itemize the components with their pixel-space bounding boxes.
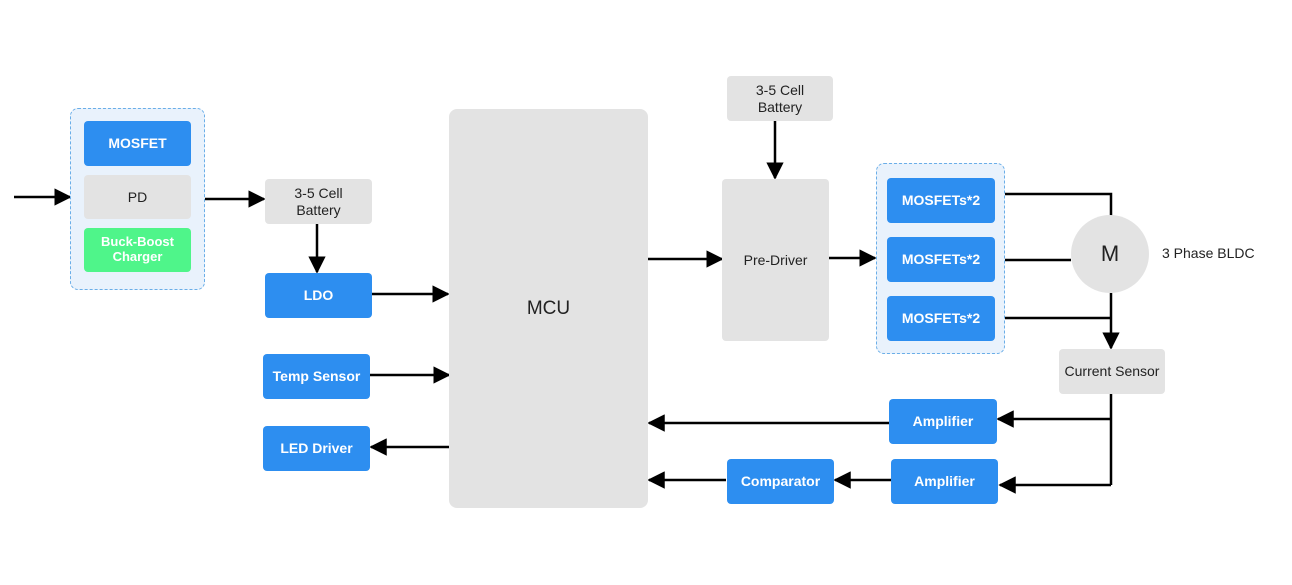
pd-block: PD (84, 175, 191, 219)
comparator-block: Comparator (727, 459, 834, 504)
temp-sensor-block: Temp Sensor (263, 354, 370, 399)
amplifier-block-2: Amplifier (891, 459, 998, 504)
mosfets-block-2: MOSFETs*2 (887, 237, 995, 282)
current-sensor-block: Current Sensor (1059, 349, 1165, 394)
mosfets-block-3: MOSFETs*2 (887, 296, 995, 341)
motor-label: 3 Phase BLDC (1162, 245, 1255, 261)
mosfets-block-1: MOSFETs*2 (887, 178, 995, 223)
mcu-block: MCU (449, 109, 648, 508)
mosfet1-to-motor-wire (995, 192, 1113, 216)
battery-top-block: 3-5 Cell Battery (727, 76, 833, 121)
battery-input-block: 3-5 Cell Battery (265, 179, 372, 224)
motor-symbol: M (1071, 215, 1149, 293)
pre-driver-block: Pre-Driver (722, 179, 829, 341)
buck-boost-charger-block: Buck-Boost Charger (84, 228, 191, 272)
mosfet-block: MOSFET (84, 121, 191, 166)
amplifier-block-1: Amplifier (889, 399, 997, 444)
ldo-block: LDO (265, 273, 372, 318)
led-driver-block: LED Driver (263, 426, 370, 471)
